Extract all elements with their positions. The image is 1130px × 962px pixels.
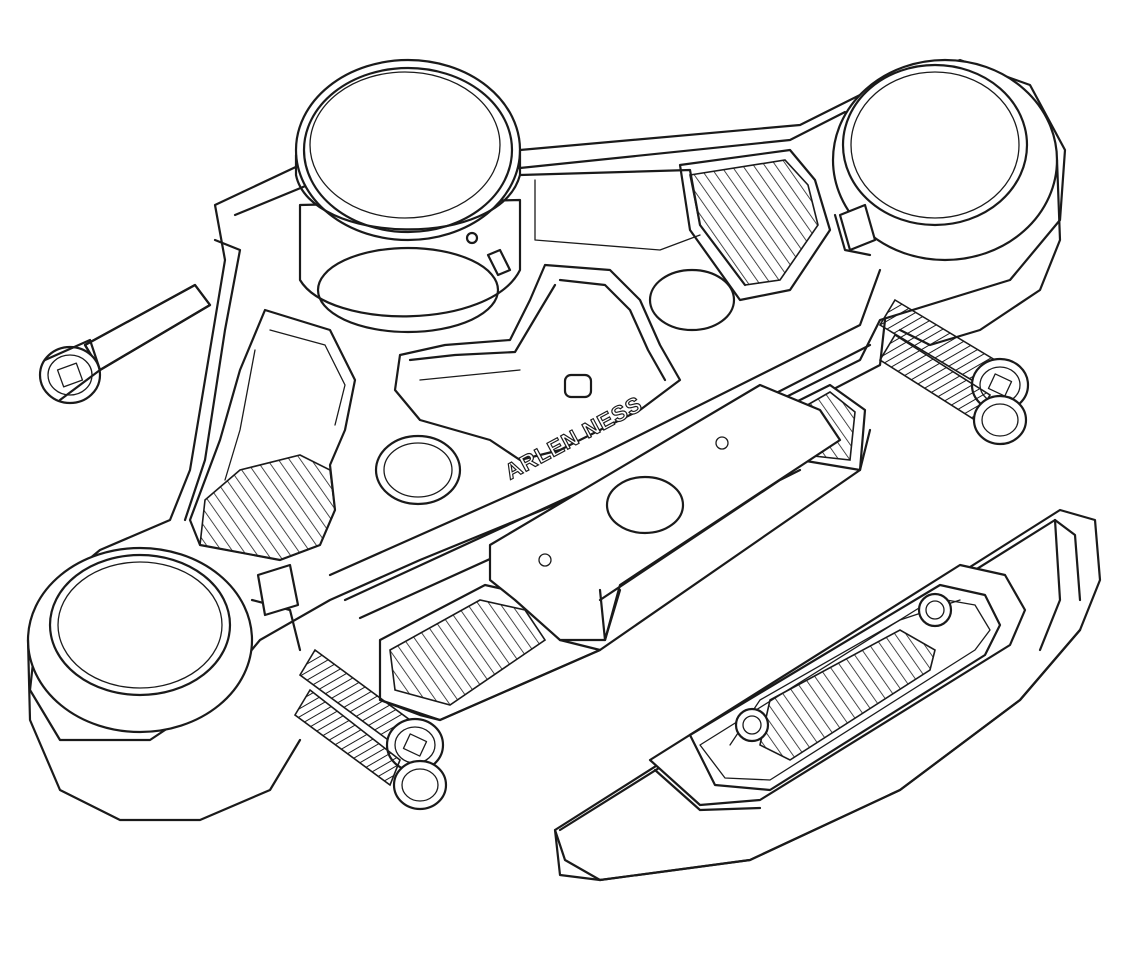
cover-screw (917, 592, 953, 628)
cover-screw (734, 707, 770, 743)
mount-hole (648, 268, 736, 332)
riser-cover-plate (553, 508, 1102, 882)
clamp-slot (838, 203, 877, 252)
right-pinch-bolt-lower (878, 333, 1028, 446)
hex-socket-icon (402, 733, 428, 757)
left-pinch-bolt-lower (293, 688, 448, 811)
mount-hole (374, 434, 462, 506)
clamp-slot (256, 563, 300, 617)
hex-socket-icon (56, 362, 84, 388)
left-fork-clamp (26, 546, 254, 734)
left-pinch-bolt-upper (298, 648, 445, 773)
left-pinch-bolt (38, 283, 212, 405)
main-clamp-body: ARLEN NESS (26, 58, 1067, 822)
hex-socket-icon (987, 373, 1013, 397)
